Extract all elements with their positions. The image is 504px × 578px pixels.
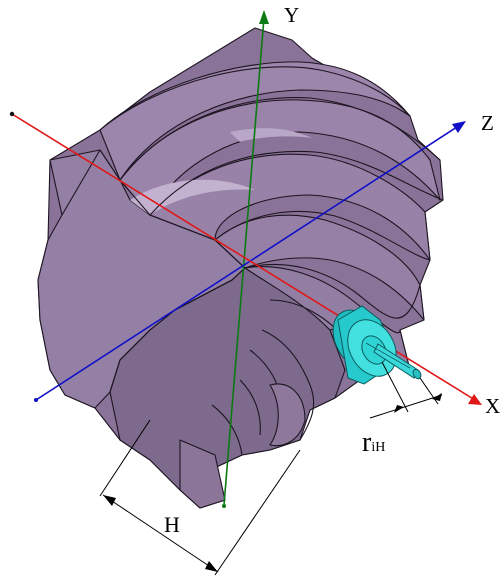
flute-edge-4 — [109, 329, 151, 393]
dimension-h-label: H — [164, 512, 180, 537]
flute-edge-1 — [99, 149, 246, 269]
y-axis-origin-dot — [222, 504, 226, 508]
z-axis-arrowhead — [452, 121, 466, 133]
x-axis-label: X — [485, 394, 500, 418]
dim-r-extension-left — [381, 361, 409, 413]
tool-axis-line — [365, 342, 411, 369]
coordinate-axes — [9, 10, 482, 508]
tool-disc-inner — [361, 335, 387, 365]
dimension-riH-main: r — [362, 427, 372, 458]
tool-shaft-tip — [412, 368, 422, 380]
dimension-h — [99, 419, 301, 576]
dim-h-arrow-right — [205, 561, 218, 572]
dimension-riH — [369, 361, 443, 419]
helix-line-2 — [119, 96, 441, 181]
cutting-tool — [332, 305, 422, 385]
x-axis-arrowhead — [468, 394, 482, 405]
flute-edge-3 — [61, 149, 101, 216]
y-axis-label: Y — [284, 3, 299, 27]
dimension-riH-label: riH — [362, 427, 385, 458]
lower-ring-lobe — [269, 383, 306, 447]
helix-line-7 — [261, 329, 315, 441]
dim-r-dimension-line — [369, 394, 443, 419]
dim-r-arrow-right — [432, 393, 442, 401]
dim-h-extension-right — [214, 449, 301, 576]
thread-groove-highlight-2 — [230, 128, 312, 142]
dim-h-dimension-line — [102, 494, 219, 573]
y-axis-line — [223, 17, 265, 506]
helix-line-1 — [99, 66, 411, 131]
x-axis-origin-dot — [9, 111, 15, 117]
dim-r-arrow-left — [394, 405, 404, 413]
helix-line-10 — [211, 404, 243, 456]
helix-line-5 — [244, 263, 421, 319]
flute-edge-2 — [149, 267, 246, 331]
helix-line-9 — [239, 379, 261, 436]
dim-h-extension-left — [99, 419, 151, 497]
thread-crest-3 — [149, 153, 431, 261]
z-axis-label: Z — [481, 111, 494, 135]
z-axis-origin-dot — [34, 398, 38, 402]
dimension-riH-subscript: iH — [371, 440, 385, 455]
dim-r-extension-right — [419, 377, 439, 405]
helix-line-3 — [149, 150, 444, 216]
tool-shaft — [373, 343, 419, 379]
lower-tooth — [179, 439, 226, 509]
dim-h-arrow-left — [103, 495, 116, 506]
y-axis-arrowhead — [259, 10, 269, 24]
x-axis-line — [11, 113, 476, 401]
thread-crest-2 — [119, 99, 441, 216]
z-axis-line — [35, 124, 461, 401]
